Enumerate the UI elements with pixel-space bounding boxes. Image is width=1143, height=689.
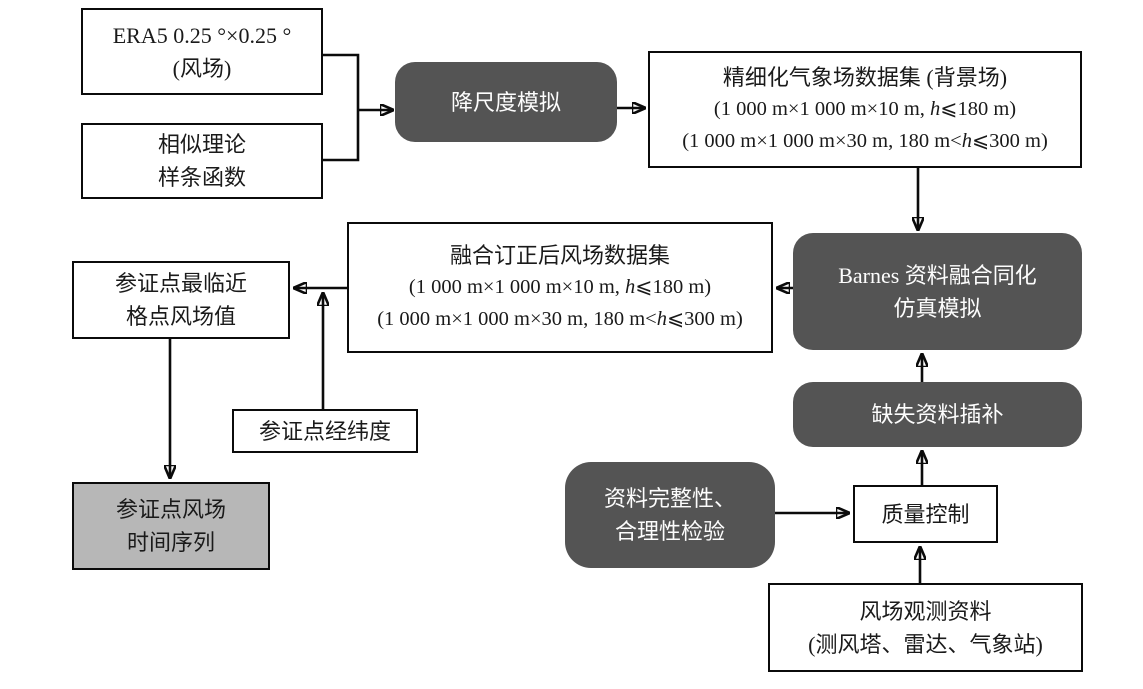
node-latlon-label: 参证点经纬度 [258,418,391,444]
node-refined-spec-1: (1 000 m×1 000 m×10 m, h⩽180 m) [714,94,1016,126]
node-check-line-2: 合理性检验 [614,519,725,544]
spec-segment: ⩽300 m) [666,308,743,330]
node-integrity-rationality-check: 资料完整性、 合理性检验 [565,462,775,568]
spec-segment: (1 000 m×1 000 m×10 m, [408,276,626,299]
node-downscale-label: 降尺度模拟 [450,89,561,115]
node-barnes-line-1: Barnes 资料融合同化 [838,262,1037,288]
node-era5-wind-input: ERA5 0.25 °×0.25 ° (风场) [81,8,323,95]
spec-variable-h: h [625,276,636,299]
node-barnes-assimilation: Barnes 资料融合同化 仿真模拟 [793,233,1082,350]
node-obs-line-1: 风场观测资料 [859,598,992,624]
spec-segment: ⩽300 m) [971,130,1048,152]
node-interp-label: 缺失资料插补 [871,402,1004,427]
node-merged-spec-2: (1 000 m×1 000 m×30 m, 180 m<h⩽300 m) [377,304,743,336]
spec-variable-h: h [930,98,941,121]
node-reference-point-latlon: 参证点经纬度 [232,409,418,453]
node-merged-spec-1: (1 000 m×1 000 m×10 m, h⩽180 m) [409,272,711,304]
node-similarity-line-2: 样条函数 [157,165,246,190]
spec-variable-h: h [656,308,667,330]
node-downscale-simulation: 降尺度模拟 [395,62,617,142]
node-wind-observation-data: 风场观测资料 (测风塔、雷达、气象站) [768,583,1083,672]
node-era5-line-1: ERA5 0.25 °×0.25 ° [112,22,292,48]
node-nearest-gridpoint-wind: 参证点最临近 格点风场值 [72,261,290,339]
node-similarity-line-1: 相似理论 [157,132,246,157]
spec-segment: (1 000 m×1 000 m×30 m, 180 m< [377,308,657,330]
node-refined-spec-2: (1 000 m×1 000 m×30 m, 180 m<h⩽300 m) [682,126,1048,158]
node-obs-line-2: (测风塔、雷达、气象站) [808,631,1043,657]
node-timeseries-line-1: 参证点风场 [115,497,226,522]
node-era5-line-2: (风场) [172,55,232,81]
node-refined-title: 精细化气象场数据集 (背景场) [722,65,1008,91]
node-nearest-line-2: 格点风场值 [125,304,236,329]
spec-segment: ⩽180 m) [635,276,712,299]
node-quality-control: 质量控制 [853,485,998,543]
spec-variable-h: h [961,130,972,152]
node-merged-corrected-dataset: 融合订正后风场数据集 (1 000 m×1 000 m×10 m, h⩽180 … [347,222,773,353]
node-merged-title: 融合订正后风场数据集 [449,243,670,269]
node-nearest-line-1: 参证点最临近 [114,271,247,296]
spec-segment: ⩽180 m) [940,98,1017,121]
node-refined-meteo-dataset: 精细化气象场数据集 (背景场) (1 000 m×1 000 m×10 m, h… [648,51,1082,168]
node-missing-data-interpolation: 缺失资料插补 [793,382,1082,447]
spec-segment: (1 000 m×1 000 m×30 m, 180 m< [682,130,962,152]
connector-merge-inputs [322,53,360,162]
node-check-line-1: 资料完整性、 [603,486,736,511]
node-wind-time-series-output: 参证点风场 时间序列 [72,482,270,570]
node-qc-label: 质量控制 [881,501,970,527]
node-barnes-line-2: 仿真模拟 [893,295,982,321]
node-timeseries-line-2: 时间序列 [126,530,215,555]
node-similarity-spline-input: 相似理论 样条函数 [81,123,323,199]
spec-segment: (1 000 m×1 000 m×10 m, [713,98,931,121]
